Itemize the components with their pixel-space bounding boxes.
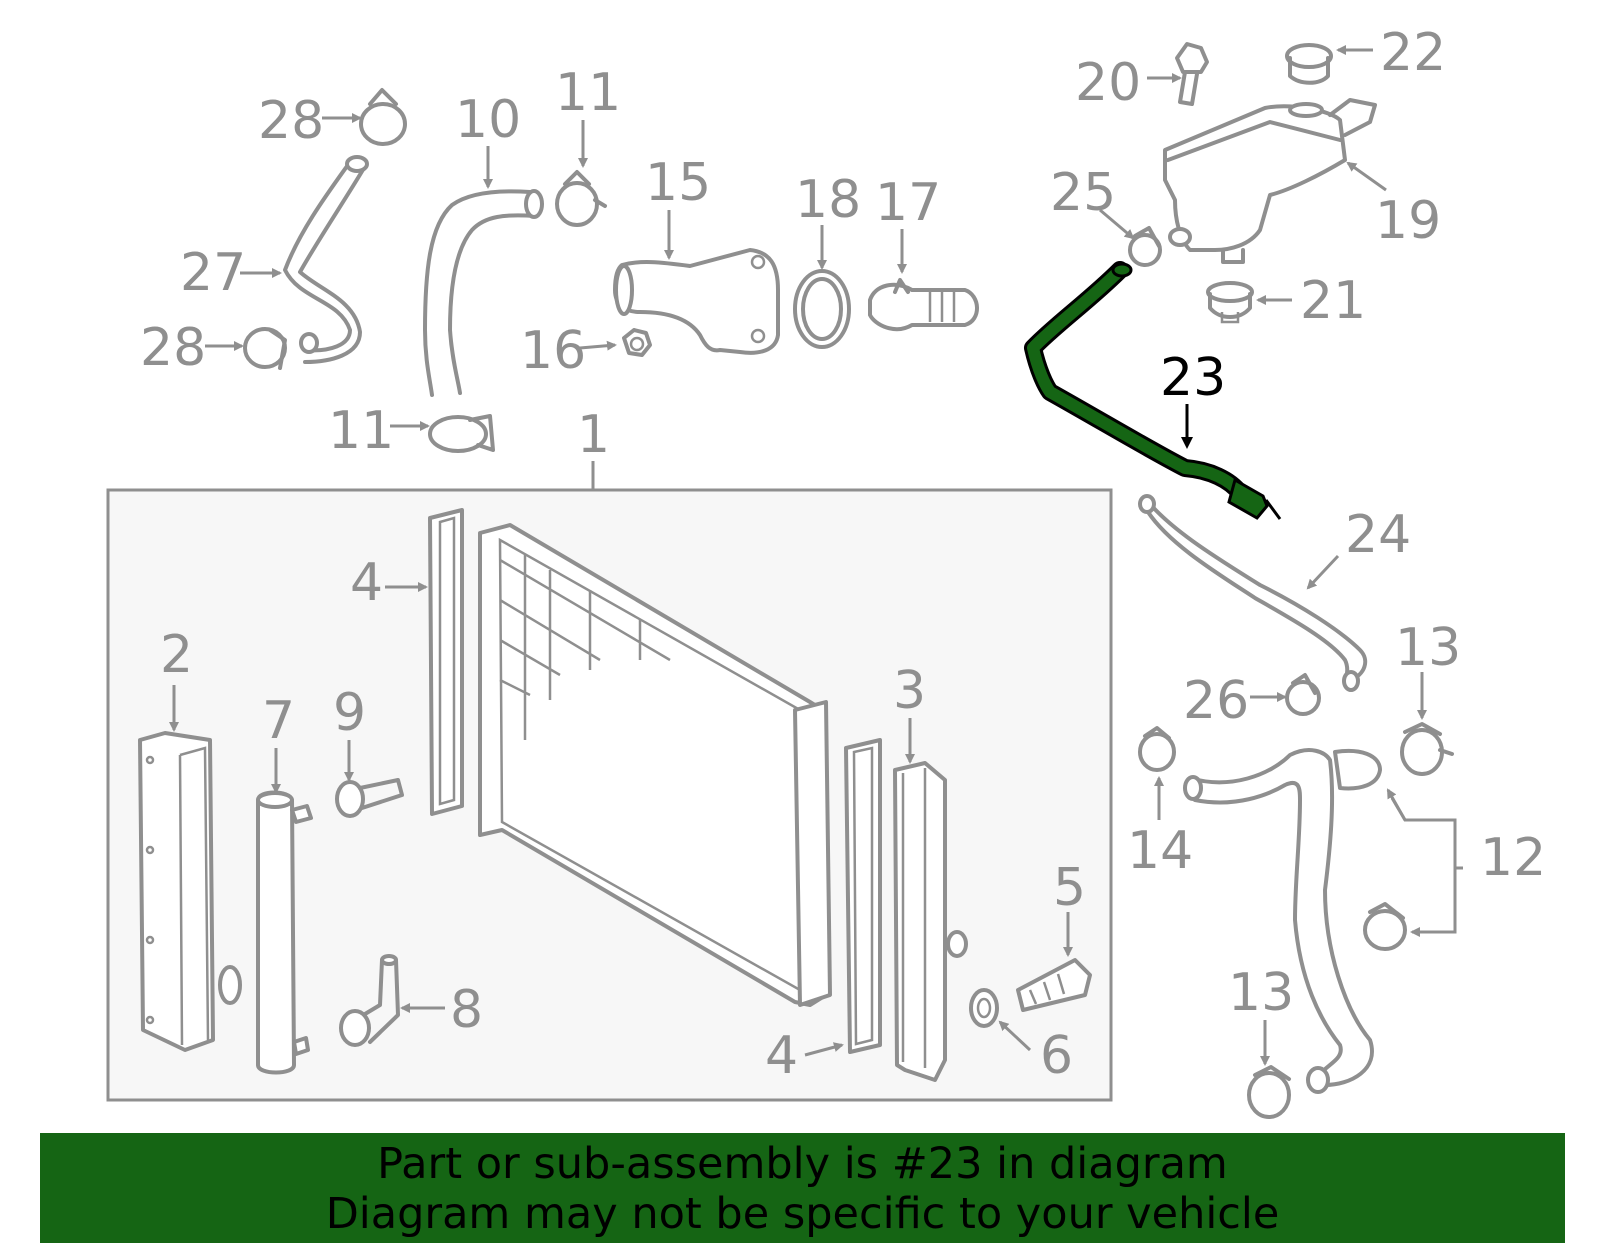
reservoir-19	[1163, 98, 1387, 264]
radiator-core-1	[478, 523, 832, 1007]
callout-9: 9	[333, 683, 366, 743]
callout-5: 5	[1053, 858, 1086, 918]
pipe-7	[256, 748, 313, 1075]
clamp-26	[1250, 673, 1321, 716]
callout-23-highlighted: 23	[1160, 348, 1226, 408]
callout-14: 14	[1127, 821, 1193, 881]
bolt-20	[1147, 42, 1209, 106]
clamp-11-top	[555, 120, 607, 227]
cap-21	[1206, 281, 1292, 324]
callout-28-top: 28	[258, 91, 324, 151]
callout-21: 21	[1300, 271, 1366, 331]
callout-11-top: 11	[555, 63, 621, 123]
drain-plug-5	[1016, 912, 1092, 1012]
callout-2: 2	[160, 625, 193, 685]
callout-4-bottom: 4	[765, 1026, 798, 1086]
clamp-25	[1099, 208, 1162, 267]
clamp-13-right	[1400, 672, 1454, 776]
banner-line-1: Part or sub-assembly is #23 in diagram	[377, 1139, 1228, 1189]
callout-8: 8	[450, 980, 483, 1040]
callout-10: 10	[455, 90, 521, 150]
callout-15: 15	[645, 153, 711, 213]
callout-19: 19	[1375, 191, 1441, 251]
hose-10	[423, 146, 544, 397]
clamp-13-bottom	[1247, 1020, 1291, 1119]
callout-25: 25	[1050, 163, 1116, 223]
callout-1: 1	[577, 405, 610, 465]
fitting-9	[335, 740, 404, 818]
callout-17: 17	[875, 173, 941, 233]
clamp-28-top	[322, 88, 407, 146]
seal-4-right	[804, 738, 882, 1057]
clamp-14	[1138, 726, 1176, 820]
callout-13-right: 13	[1395, 618, 1461, 678]
callout-13-bottom: 13	[1228, 963, 1294, 1023]
clamp-11-bottom	[390, 414, 495, 453]
callout-4-top: 4	[350, 553, 383, 613]
callout-20: 20	[1075, 53, 1141, 113]
callout-6: 6	[1040, 1026, 1073, 1086]
water-outlet-15	[613, 210, 780, 355]
hose-24	[1138, 494, 1368, 692]
tank-3-right	[893, 718, 968, 1082]
hose-12	[1183, 748, 1463, 1094]
callout-labels: 28 10 11 15 18 17 20 22 25 19 27 28 16 2…	[140, 23, 1546, 1086]
callout-27: 27	[180, 243, 246, 303]
nut-16	[579, 328, 652, 357]
cap-22	[1285, 43, 1373, 85]
hose-27	[240, 155, 369, 364]
callout-3: 3	[893, 661, 926, 721]
info-banner: Part or sub-assembly is #23 in diagram D…	[40, 1133, 1565, 1243]
seal-4-left	[385, 508, 464, 816]
clamp-28-bottom	[205, 327, 287, 370]
callout-12: 12	[1480, 828, 1546, 888]
callout-22: 22	[1380, 23, 1446, 83]
callout-16: 16	[520, 321, 586, 381]
callout-28-bottom: 28	[140, 318, 206, 378]
o-ring-6	[969, 988, 1032, 1052]
callout-18: 18	[795, 170, 861, 230]
fitting-8	[339, 954, 445, 1047]
thermostat-17	[868, 229, 979, 332]
callout-26: 26	[1183, 671, 1249, 731]
gasket-18	[793, 225, 851, 349]
banner-line-2: Diagram may not be specific to your vehi…	[325, 1189, 1280, 1239]
hose-23-highlighted	[1024, 261, 1282, 520]
callout-11-bottom: 11	[328, 401, 394, 461]
callout-7: 7	[262, 691, 295, 751]
tank-2-left	[138, 685, 242, 1052]
callout-24: 24	[1345, 505, 1411, 565]
